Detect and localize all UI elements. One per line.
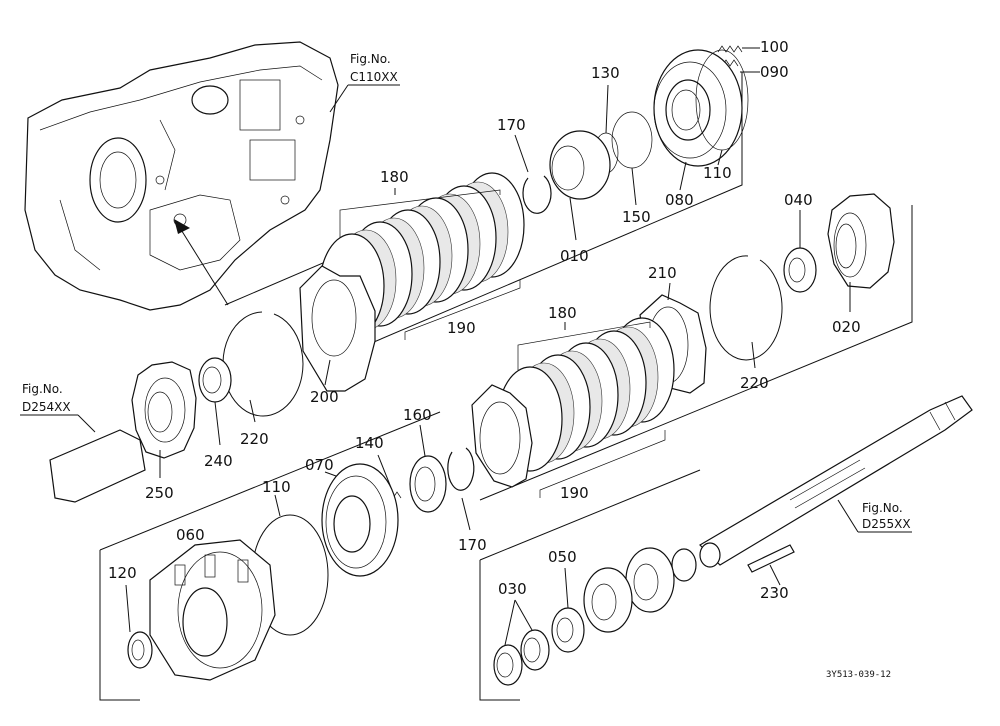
part-180-plates-lower[interactable]: 180 — [517, 304, 651, 370]
callout-210: 210 — [648, 264, 677, 282]
callout-070: 070 — [305, 456, 334, 474]
transmission-case-drawing — [24, 41, 339, 311]
middle-group-frame — [99, 205, 913, 701]
part-010-bearing[interactable]: 010 — [549, 130, 611, 265]
callout-170-lower: 170 — [458, 536, 487, 554]
callout-110-upper: 110 — [703, 164, 732, 182]
part-150-ring[interactable]: 150 — [611, 111, 653, 226]
callout-060: 060 — [176, 526, 205, 544]
callout-170-upper: 170 — [497, 116, 526, 134]
reference-d255[interactable]: Fig.No. D255XX — [837, 499, 912, 533]
reference-d254-line1: Fig.No. — [22, 382, 63, 396]
part-170-snap-ring-lower[interactable]: 170 — [447, 447, 487, 554]
part-180-plates-upper[interactable]: 180 — [339, 168, 501, 238]
callout-250: 250 — [145, 484, 174, 502]
shaft-bearings — [583, 547, 697, 633]
upper-clutch-pack — [319, 172, 525, 339]
part-220-snap-ring-right[interactable]: 220 — [709, 255, 783, 392]
callout-130: 130 — [591, 64, 620, 82]
callout-020: 020 — [832, 318, 861, 336]
callout-120: 120 — [108, 564, 137, 582]
callout-030: 030 — [498, 580, 527, 598]
reference-d255-line1: Fig.No. — [862, 501, 903, 515]
part-030-needle-bearings[interactable]: 030 — [493, 580, 550, 686]
lower-group-frame — [479, 469, 701, 701]
part-070-piston[interactable]: 070 — [305, 456, 399, 577]
reference-d254[interactable]: Fig.No. D254XX — [20, 382, 96, 433]
callout-180-upper: 180 — [380, 168, 409, 186]
reference-c110[interactable]: Fig.No. C110XX — [329, 52, 400, 113]
main-shaft — [699, 395, 973, 568]
callout-110-lower: 110 — [262, 478, 291, 496]
callout-090: 090 — [760, 63, 789, 81]
part-220-snap-ring-left[interactable]: 220 — [222, 311, 304, 448]
callout-040: 040 — [784, 191, 813, 209]
callout-100: 100 — [760, 38, 789, 56]
reference-d255-line2: D255XX — [862, 517, 911, 531]
callout-200: 200 — [310, 388, 339, 406]
callout-180-lower: 180 — [548, 304, 577, 322]
callout-160: 160 — [403, 406, 432, 424]
callout-240: 240 — [204, 452, 233, 470]
callout-050: 050 — [548, 548, 577, 566]
part-190-discs-lower[interactable]: 190 — [539, 430, 666, 502]
part-240-bearing[interactable]: 240 — [198, 357, 233, 470]
drawing-code: 3Y513-039-12 — [826, 670, 891, 680]
callout-230: 230 — [760, 584, 789, 602]
part-110-ring-upper[interactable]: 110 — [695, 49, 749, 182]
part-060-clutch-drum[interactable]: 060 — [149, 526, 276, 681]
part-200-end-plate[interactable]: 200 — [299, 265, 376, 406]
callout-190-lower: 190 — [560, 484, 589, 502]
callout-190-upper: 190 — [447, 319, 476, 337]
lower-pack-end-plate — [471, 384, 533, 488]
part-050-collar[interactable]: 050 — [548, 548, 585, 653]
callout-220-right: 220 — [740, 374, 769, 392]
part-120-washer[interactable]: 120 — [108, 564, 153, 669]
part-130-o-ring[interactable]: 130 — [591, 64, 620, 174]
lower-clutch-pack — [497, 317, 675, 472]
part-170-snap-ring-upper[interactable]: 170 — [497, 116, 552, 214]
callout-080: 080 — [665, 191, 694, 209]
reference-d254-line2: D254XX — [22, 400, 71, 414]
reference-c110-line2: C110XX — [350, 70, 398, 84]
part-160-washer[interactable]: 160 — [403, 406, 447, 513]
part-080-piston[interactable]: 080 — [653, 49, 743, 209]
callout-220-left: 220 — [240, 430, 269, 448]
part-020-gear[interactable]: 020 — [827, 193, 895, 336]
part-230-pin[interactable]: 230 — [747, 544, 795, 602]
part-040-washer[interactable]: 040 — [783, 191, 817, 293]
part-100-spring[interactable]: 100 — [717, 38, 789, 56]
callout-010: 010 — [560, 247, 589, 265]
part-250-gear[interactable]: 250 — [49, 361, 197, 503]
reference-c110-line1: Fig.No. — [350, 52, 391, 66]
callout-140: 140 — [355, 434, 384, 452]
part-190-discs-upper[interactable]: 190 — [404, 280, 521, 340]
callout-150: 150 — [622, 208, 651, 226]
